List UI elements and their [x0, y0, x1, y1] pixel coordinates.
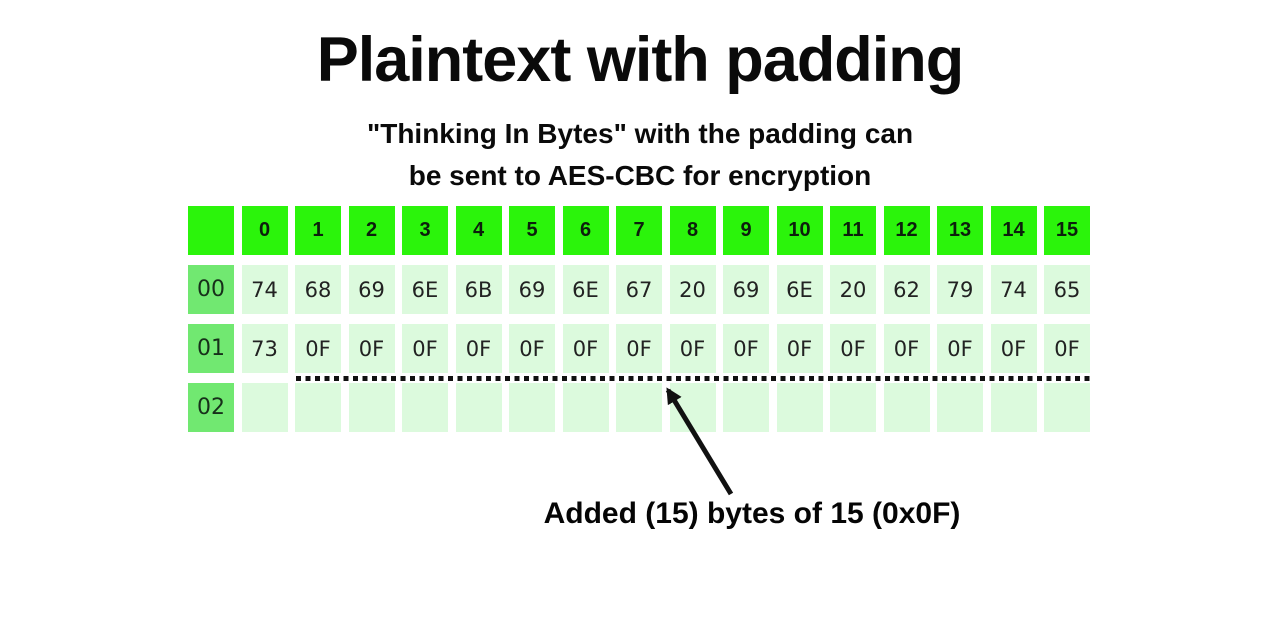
byte-cell: 62	[883, 265, 930, 314]
byte-cell: 6B	[455, 265, 502, 314]
corner-cell	[188, 206, 234, 255]
byte-cell: 0F	[990, 324, 1037, 373]
row-label: 01	[188, 324, 234, 373]
byte-cell: 74	[241, 265, 288, 314]
column-header: 15	[1044, 206, 1090, 255]
row-label: 00	[188, 265, 234, 314]
byte-cell: 0F	[937, 324, 983, 373]
byte-cell: 6E	[402, 265, 448, 314]
column-header: 0	[241, 206, 288, 255]
column-header: 4	[455, 206, 502, 255]
byte-cell: 69	[509, 265, 555, 314]
column-header: 10	[776, 206, 823, 255]
byte-cell: 74	[990, 265, 1037, 314]
byte-cell: 65	[1044, 265, 1090, 314]
byte-cell: 0F	[509, 324, 555, 373]
byte-cell: 0F	[830, 324, 876, 373]
byte-cell: 69	[348, 265, 395, 314]
column-header: 8	[669, 206, 716, 255]
byte-cell	[616, 383, 662, 432]
byte-cell: 0F	[776, 324, 823, 373]
byte-cell: 6E	[562, 265, 609, 314]
byte-cell: 0F	[723, 324, 769, 373]
column-header: 13	[937, 206, 983, 255]
byte-cell	[883, 383, 930, 432]
subtitle: "Thinking In Bytes" with the padding can…	[0, 113, 1280, 197]
column-header: 3	[402, 206, 448, 255]
row-label: 02	[188, 383, 234, 432]
byte-cell	[241, 383, 288, 432]
byte-cell	[295, 383, 341, 432]
byte-cell: 0F	[455, 324, 502, 373]
byte-cell	[455, 383, 502, 432]
byte-cell	[402, 383, 448, 432]
byte-cell: 69	[723, 265, 769, 314]
byte-cell: 67	[616, 265, 662, 314]
byte-cell	[723, 383, 769, 432]
page-title: Plaintext with padding	[316, 25, 965, 95]
byte-cell: 20	[830, 265, 876, 314]
byte-cell	[990, 383, 1037, 432]
padding-boundary-dotted-line	[296, 376, 1092, 381]
byte-cell: 0F	[883, 324, 930, 373]
byte-cell	[562, 383, 609, 432]
byte-cell	[509, 383, 555, 432]
byte-cell: 0F	[402, 324, 448, 373]
byte-cell: 0F	[295, 324, 341, 373]
padding-annotation-label: Added (15) bytes of 15 (0x0F)	[543, 497, 961, 530]
byte-cell	[776, 383, 823, 432]
column-header: 5	[509, 206, 555, 255]
column-header: 12	[883, 206, 930, 255]
byte-cell: 79	[937, 265, 983, 314]
byte-cell: 6E	[776, 265, 823, 314]
column-header: 1	[295, 206, 341, 255]
column-header: 9	[723, 206, 769, 255]
byte-cell: 0F	[669, 324, 716, 373]
byte-cell	[937, 383, 983, 432]
byte-cell: 0F	[1044, 324, 1090, 373]
byte-cell	[1044, 383, 1090, 432]
column-header: 2	[348, 206, 395, 255]
byte-cell: 0F	[348, 324, 395, 373]
column-header: 7	[616, 206, 662, 255]
subtitle-line-2: be sent to AES-CBC for encryption	[408, 160, 872, 191]
byte-cell	[669, 383, 716, 432]
byte-cell: 73	[241, 324, 288, 373]
byte-cell: 0F	[562, 324, 609, 373]
column-header: 11	[830, 206, 876, 255]
byte-cell: 20	[669, 265, 716, 314]
column-header: 14	[990, 206, 1037, 255]
column-header: 6	[562, 206, 609, 255]
byte-cell: 68	[295, 265, 341, 314]
byte-cell	[348, 383, 395, 432]
byte-cell: 0F	[616, 324, 662, 373]
byte-cell	[830, 383, 876, 432]
subtitle-line-1: "Thinking In Bytes" with the padding can	[366, 118, 914, 149]
